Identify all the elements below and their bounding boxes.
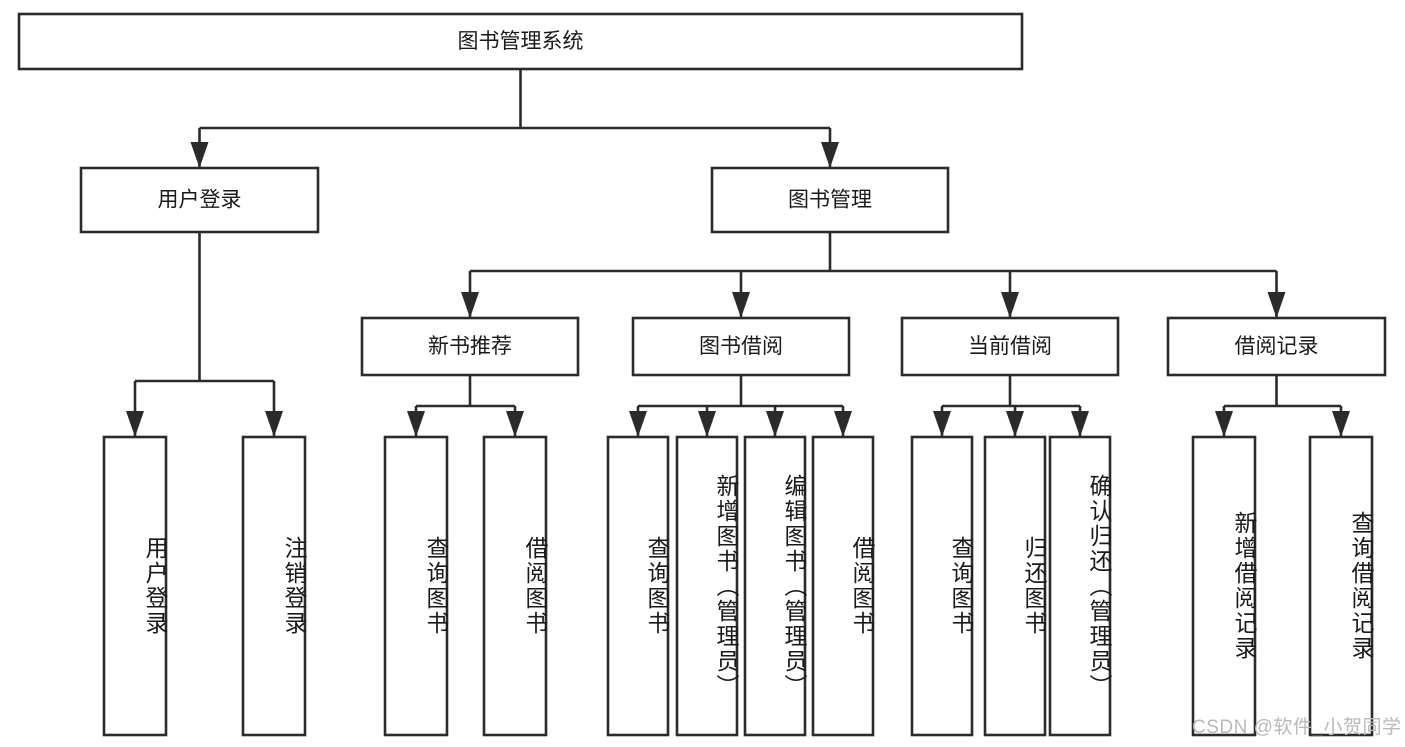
leaf-leaf-query-book-current[interactable]: [910, 435, 974, 737]
bookmanage-to-level2-arrow-icon: [1267, 292, 1286, 318]
leaf-leaf-query-book-recommend[interactable]: [383, 435, 449, 737]
parent-current-borrow-to-leaves-arrow-icon: [1071, 411, 1089, 437]
leaf-leaf-query-book-borrow[interactable]: [606, 435, 670, 737]
leaf-leaf-add-borrow-record[interactable]: [1191, 435, 1257, 737]
node-book-manage[interactable]: [710, 166, 950, 234]
leaf-leaf-return-book[interactable]: [983, 435, 1047, 737]
parent-book-borrow-to-leaves-arrow-icon: [629, 411, 647, 437]
parent-borrow-record-to-leaves-arrow-icon: [1215, 411, 1233, 437]
node-user-login[interactable]: [79, 166, 320, 234]
node-new-book-recommend-label: 新书推荐: [428, 335, 512, 358]
leaf-leaf-logout[interactable]: [241, 435, 307, 737]
root-to-level1-arrow-icon: [821, 142, 839, 168]
leaf-leaf-borrow-book[interactable]: [811, 435, 875, 737]
parent-new-book-recommend-to-leaves-arrow-icon: [506, 411, 524, 437]
parent-book-borrow-to-leaves-arrow-icon: [834, 411, 852, 437]
node-current-borrow-label: 当前借阅: [968, 335, 1052, 358]
parent-book-borrow-to-leaves-arrow-icon: [698, 411, 716, 437]
node-new-book-recommend[interactable]: [360, 316, 580, 377]
node-book-borrow-label: 图书借阅: [699, 335, 783, 358]
csdn-watermark: CSDN @软件_小贺同学: [1192, 717, 1402, 738]
boxes-layer: [17, 12, 1387, 737]
node-user-login-label: 用户登录: [158, 189, 242, 212]
parent-new-book-recommend-to-leaves-arrow-icon: [407, 411, 425, 437]
node-borrow-record-label: 借阅记录: [1235, 335, 1319, 358]
parent-current-borrow-to-leaves-arrow-icon: [933, 411, 951, 437]
parent-user-login-to-leaves-arrow-icon: [126, 411, 144, 437]
parent-book-borrow-to-leaves-arrow-icon: [766, 411, 784, 437]
node-root-label: 图书管理系统: [458, 30, 584, 53]
node-book-borrow[interactable]: [631, 316, 851, 377]
node-book-manage-label: 图书管理: [788, 189, 872, 212]
leaf-leaf-confirm-return[interactable]: [1048, 435, 1112, 737]
connectors-layer: [126, 69, 1350, 437]
root-to-level1-arrow-icon: [190, 142, 209, 168]
bookmanage-to-level2-arrow-icon: [732, 292, 750, 318]
node-root[interactable]: [17, 12, 1024, 71]
leaf-leaf-borrow-book-recommend[interactable]: [482, 435, 548, 737]
leaf-leaf-query-borrow-record[interactable]: [1308, 435, 1374, 737]
parent-current-borrow-to-leaves-arrow-icon: [1006, 411, 1024, 437]
bookmanage-to-level2-arrow-icon: [1001, 292, 1019, 318]
node-borrow-record[interactable]: [1166, 316, 1387, 377]
leaf-leaf-user-login[interactable]: [102, 435, 168, 737]
leaf-leaf-edit-book[interactable]: [743, 435, 807, 737]
leaf-leaf-add-book[interactable]: [675, 435, 739, 737]
node-current-borrow[interactable]: [900, 316, 1120, 377]
parent-user-login-to-leaves-arrow-icon: [265, 411, 283, 437]
bookmanage-to-level2-arrow-icon: [461, 292, 479, 318]
parent-borrow-record-to-leaves-arrow-icon: [1332, 411, 1350, 437]
